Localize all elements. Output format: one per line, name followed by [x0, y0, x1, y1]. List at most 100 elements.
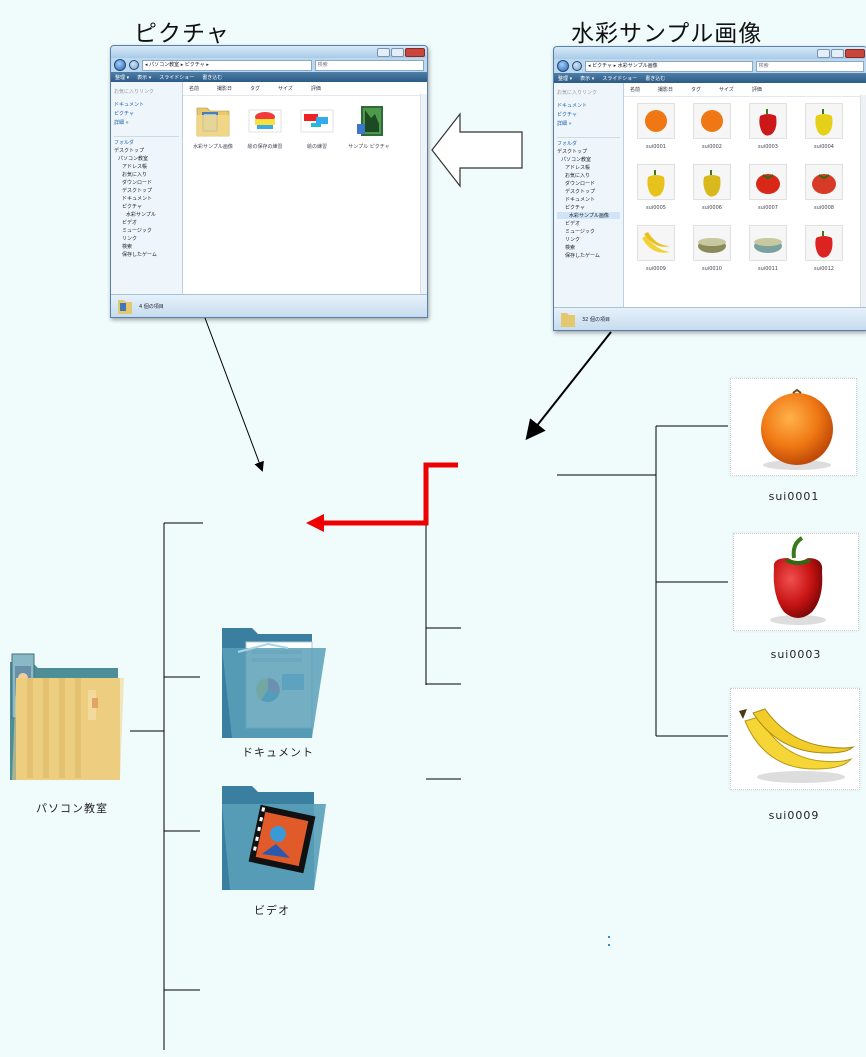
tree-item[interactable]: リンク	[122, 236, 138, 242]
organize-button[interactable]: 整理 ▾	[115, 74, 130, 81]
file-item[interactable]: 絵の保存の練習	[239, 102, 291, 150]
nav-link-pictures[interactable]: ピクチャ	[114, 111, 134, 117]
thumbnail-item[interactable]: sui0005	[628, 164, 684, 211]
tree-item[interactable]: お気に入り	[122, 172, 148, 178]
back-button[interactable]	[557, 60, 569, 72]
thumbnail-item[interactable]: sui0001	[628, 103, 684, 150]
tree-item[interactable]: 水彩サンプル	[126, 212, 156, 218]
tree-item[interactable]: デスクトップ	[565, 189, 596, 195]
minimize-button[interactable]	[817, 48, 830, 58]
nav-link-documents[interactable]: ドキュメント	[114, 102, 145, 108]
search-input[interactable]: 検索	[314, 59, 424, 71]
scrollbar[interactable]	[860, 95, 866, 308]
tree-item[interactable]: ミュージック	[122, 228, 152, 234]
maximize-button[interactable]	[391, 47, 404, 57]
tree-item[interactable]: デスクトップ	[557, 149, 588, 155]
column-size[interactable]: サイズ	[719, 87, 734, 93]
address-bar[interactable]: ◂ パソコン教室 ▸ ピクチャ ▸	[142, 59, 312, 71]
thumbnail-item[interactable]: sui0004	[796, 103, 852, 150]
thumbnail-item[interactable]: sui0006	[684, 164, 740, 211]
folders-header[interactable]: フォルダ	[114, 136, 179, 146]
tree-item[interactable]: 保存したゲーム	[122, 252, 157, 258]
tree-item[interactable]: ピクチャ	[565, 205, 585, 211]
forward-button[interactable]	[572, 61, 582, 71]
nav-link-documents[interactable]: ドキュメント	[557, 103, 588, 109]
nav-link-more[interactable]: 詳細 »	[557, 121, 572, 127]
thumbnail-frame	[749, 225, 787, 261]
tree-item[interactable]: ダウンロード	[565, 181, 596, 187]
thumbnail-item[interactable]: sui0007	[740, 164, 796, 211]
close-button[interactable]	[845, 48, 865, 58]
thumbnail-frame	[749, 164, 787, 200]
thumbnail-item[interactable]: sui0009	[628, 225, 684, 272]
video-label: ビデオ	[254, 904, 290, 917]
view-button[interactable]: 表示 ▾	[580, 75, 595, 82]
title-bar[interactable]	[554, 47, 866, 59]
tree-item[interactable]: パソコン教室	[561, 157, 592, 163]
address-bar[interactable]: ◂ ピクチャ ▸ 水彩サンプル画像	[585, 60, 753, 72]
nav-link-pictures[interactable]: ピクチャ	[557, 112, 577, 118]
tree-item[interactable]: ダウンロード	[122, 180, 153, 186]
forward-button[interactable]	[129, 60, 139, 70]
tree-item[interactable]: 保存したゲーム	[565, 253, 600, 259]
search-input[interactable]: 検索	[755, 60, 864, 72]
burn-button[interactable]: 書き込む	[645, 75, 666, 82]
column-name[interactable]: 名前	[189, 86, 200, 92]
close-button[interactable]	[405, 47, 425, 57]
column-size[interactable]: サイズ	[278, 86, 293, 92]
photo-label-3: sui0009	[768, 809, 820, 822]
explorer-window-watercolor[interactable]: ◂ ピクチャ ▸ 水彩サンプル画像 検索 整理 ▾ 表示 ▾ スライドショー 書…	[553, 46, 866, 331]
thumbnail-item[interactable]: sui0012	[796, 225, 852, 272]
maximize-button[interactable]	[831, 48, 844, 58]
tree-item[interactable]: 検索	[122, 244, 133, 250]
tree-item[interactable]: 水彩サンプル画像	[557, 212, 620, 219]
thumbnail-item[interactable]: sui0008	[796, 164, 852, 211]
tree-item[interactable]: リンク	[565, 237, 581, 243]
tree-item[interactable]: ドキュメント	[565, 197, 596, 203]
thumbnail-item[interactable]: sui0010	[684, 225, 740, 272]
photo-thumbnail-icon	[645, 110, 667, 132]
column-rating[interactable]: 評価	[310, 86, 321, 92]
column-rating[interactable]: 評価	[751, 87, 762, 93]
back-button[interactable]	[114, 59, 126, 71]
tree-item[interactable]: パソコン教室	[118, 156, 149, 162]
slideshow-button[interactable]: スライドショー	[159, 74, 195, 81]
tree-item[interactable]: 検索	[565, 245, 576, 251]
tree-item[interactable]: ビデオ	[565, 221, 581, 227]
folder-item[interactable]: サンプル ピクチャ	[343, 102, 395, 150]
scrollbar[interactable]	[420, 94, 427, 295]
thumbnail-item[interactable]: sui0002	[684, 103, 740, 150]
arrow-from-pictures	[204, 317, 264, 472]
view-button[interactable]: 表示 ▾	[137, 74, 152, 81]
folder-item[interactable]: 水彩サンプル画像	[187, 102, 239, 150]
slideshow-button[interactable]: スライドショー	[602, 75, 638, 82]
thumbnail-item[interactable]: sui0011	[740, 225, 796, 272]
nav-link-more[interactable]: 詳細 »	[114, 120, 129, 126]
thumbnail-item[interactable]: sui0003	[740, 103, 796, 150]
explorer-window-pictures[interactable]: ◂ パソコン教室 ▸ ピクチャ ▸ 検索 整理 ▾ 表示 ▾ スライドショー 書…	[110, 45, 428, 318]
organize-button[interactable]: 整理 ▾	[558, 75, 573, 82]
column-name[interactable]: 名前	[630, 87, 641, 93]
red-arrow	[318, 462, 458, 526]
tree-item[interactable]: ピクチャ	[122, 204, 142, 210]
minimize-button[interactable]	[377, 47, 390, 57]
navigation-pane: お気に入りリンク ドキュメント ピクチャ 詳細 » フォルダ デスクトップ パソ…	[554, 83, 624, 308]
thumbnail-label: sui0007	[758, 205, 778, 211]
file-item[interactable]: 絵の練習	[291, 102, 343, 150]
title-bar[interactable]	[111, 46, 427, 58]
column-tag[interactable]: タグ	[691, 87, 702, 93]
tree-item[interactable]: ドキュメント	[122, 196, 153, 202]
tree-item[interactable]: ビデオ	[122, 220, 138, 226]
tree-item[interactable]: デスクトップ	[122, 188, 153, 194]
folders-header[interactable]: フォルダ	[557, 137, 620, 147]
column-date[interactable]: 撮影日	[658, 87, 674, 93]
root-folder-label: パソコン教室	[36, 802, 108, 815]
tree-item[interactable]: アドレス帳	[565, 165, 591, 171]
column-tag[interactable]: タグ	[250, 86, 261, 92]
column-date[interactable]: 撮影日	[217, 86, 233, 92]
tree-item[interactable]: アドレス帳	[122, 164, 148, 170]
tree-item[interactable]: デスクトップ	[114, 148, 145, 154]
tree-item[interactable]: ミュージック	[565, 229, 595, 235]
tree-item[interactable]: お気に入り	[565, 173, 591, 179]
burn-button[interactable]: 書き込む	[202, 74, 223, 81]
